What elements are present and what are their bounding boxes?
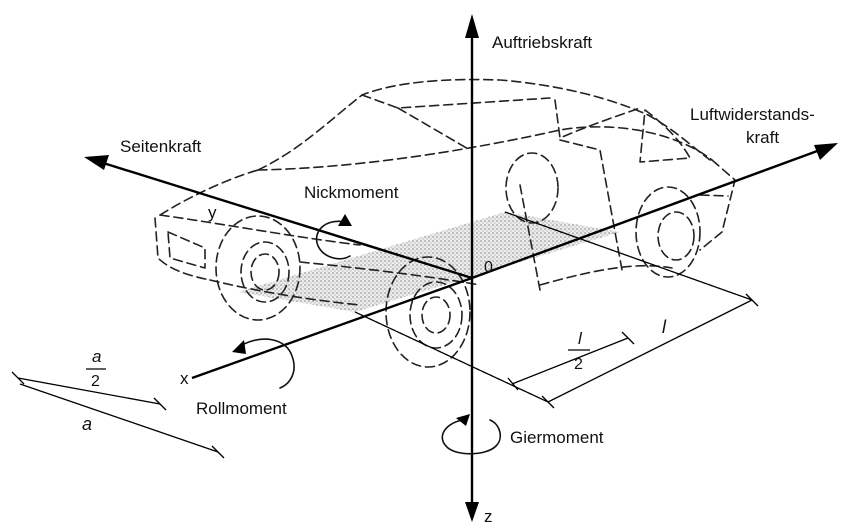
origin-label: 0 [484, 259, 493, 276]
roll-moment-label: Rollmoment [196, 399, 287, 418]
pitch-moment-arrow [315, 220, 351, 260]
drag-axis [471, 148, 821, 280]
z-axis-label: z [484, 507, 493, 526]
moments [232, 214, 502, 455]
half-wheelbase-numerator: l [578, 329, 583, 348]
car-outline [154, 78, 736, 368]
drag-arrowhead [814, 143, 838, 160]
half-track-numerator: a [92, 347, 101, 366]
drag-label-line2: kraft [746, 128, 779, 147]
track-label: a [82, 414, 92, 434]
half-track-denominator: 2 [91, 373, 100, 390]
z-arrowhead [465, 502, 479, 522]
axes [84, 14, 838, 522]
y-axis [99, 160, 473, 280]
side-force-arrowhead [84, 155, 109, 170]
half-wheelbase-denominator: 2 [574, 356, 583, 373]
lift-arrowhead [465, 14, 479, 38]
drag-label-line1: Luftwiderstands- [690, 105, 815, 124]
x-axis-label: x [180, 369, 189, 388]
x-axis [191, 276, 473, 380]
wheelbase-label: l [662, 317, 667, 337]
yaw-moment-label: Giermoment [510, 428, 604, 447]
yaw-moment-arrow [441, 419, 502, 455]
y-axis-label: y [208, 203, 217, 222]
lift-label: Auftriebskraft [492, 33, 592, 52]
roll-moment-arrow [239, 338, 295, 389]
pitch-moment-label: Nickmoment [304, 183, 399, 202]
side-force-label: Seitenkraft [120, 137, 202, 156]
ground-plane [238, 212, 620, 312]
dimension-lines [11, 211, 759, 459]
